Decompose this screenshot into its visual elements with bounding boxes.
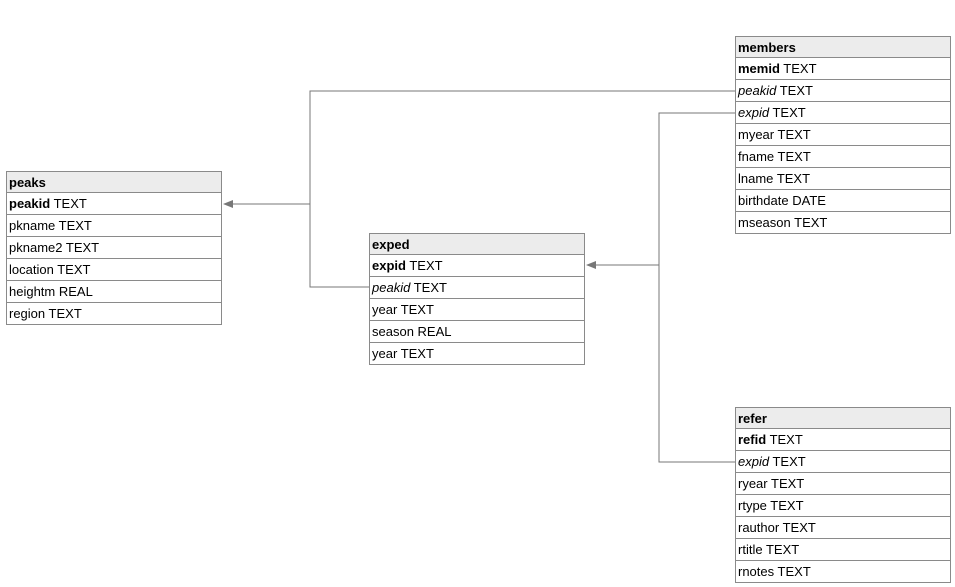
- column-type: TEXT: [400, 302, 434, 317]
- column-name: expid: [372, 258, 406, 273]
- column-name: mseason: [738, 215, 791, 230]
- column-name: rauthor: [738, 520, 780, 535]
- column-type: REAL: [58, 284, 93, 299]
- column-name: peakid: [738, 83, 777, 98]
- table-row[interactable]: location TEXT: [7, 259, 221, 281]
- column-type: TEXT: [400, 346, 434, 361]
- column-type: TEXT: [57, 262, 91, 277]
- column-name: year: [372, 346, 398, 361]
- table-row[interactable]: expid TEXT: [736, 102, 950, 124]
- table-row[interactable]: fname TEXT: [736, 146, 950, 168]
- column-type: TEXT: [777, 127, 811, 142]
- table-row[interactable]: birthdate DATE: [736, 190, 950, 212]
- column-name: fname: [738, 149, 775, 164]
- table-row[interactable]: pkname TEXT: [7, 215, 221, 237]
- table-header: peaks: [7, 172, 221, 193]
- column-name: rtitle: [738, 542, 763, 557]
- table-row[interactable]: refid TEXT: [736, 429, 950, 451]
- table-row[interactable]: peakid TEXT: [736, 80, 950, 102]
- column-type: TEXT: [769, 432, 803, 447]
- column-name: region: [9, 306, 46, 321]
- column-type: TEXT: [413, 280, 447, 295]
- column-type: TEXT: [65, 240, 100, 255]
- column-type: TEXT: [58, 218, 92, 233]
- table-row[interactable]: expid TEXT: [736, 451, 950, 473]
- column-type: TEXT: [782, 520, 816, 535]
- table-row[interactable]: year TEXT: [370, 343, 584, 364]
- column-type: TEXT: [772, 105, 806, 120]
- column-name: pkname: [9, 218, 56, 233]
- table-row[interactable]: lname TEXT: [736, 168, 950, 190]
- table-header: refer: [736, 408, 950, 429]
- column-name: pkname2: [9, 240, 63, 255]
- column-name: season: [372, 324, 414, 339]
- column-name: expid: [738, 454, 770, 469]
- column-type: TEXT: [783, 61, 817, 76]
- table-row[interactable]: memid TEXT: [736, 58, 950, 80]
- column-name: lname: [738, 171, 774, 186]
- column-type: TEXT: [776, 171, 811, 186]
- column-type: TEXT: [53, 196, 87, 211]
- column-type: TEXT: [772, 454, 806, 469]
- table-header: members: [736, 37, 950, 58]
- table-row[interactable]: pkname2 TEXT: [7, 237, 221, 259]
- column-name: peakid: [372, 280, 411, 295]
- table-row[interactable]: peakid TEXT: [7, 193, 221, 215]
- table-row[interactable]: season REAL: [370, 321, 584, 343]
- table-header: exped: [370, 234, 584, 255]
- table-row[interactable]: region TEXT: [7, 303, 221, 324]
- column-type: DATE: [792, 193, 826, 208]
- link-members-expid-to-exped: [586, 112, 735, 269]
- column-type: TEXT: [770, 498, 804, 513]
- column-type: TEXT: [777, 149, 811, 164]
- column-type: TEXT: [771, 476, 805, 491]
- table-row[interactable]: rauthor TEXT: [736, 517, 950, 539]
- column-name: rtype: [738, 498, 767, 513]
- column-name: peakid: [9, 196, 51, 211]
- table-row[interactable]: peakid TEXT: [370, 277, 584, 299]
- column-name: birthdate: [738, 193, 789, 208]
- table-row[interactable]: rnotes TEXT: [736, 561, 950, 582]
- column-name: year: [372, 302, 398, 317]
- table-row[interactable]: expid TEXT: [370, 255, 584, 277]
- column-name: myear: [738, 127, 775, 142]
- table-row[interactable]: rtype TEXT: [736, 495, 950, 517]
- column-name: heightm: [9, 284, 56, 299]
- table-row[interactable]: ryear TEXT: [736, 473, 950, 495]
- link-members-peakid-to-peaks: [309, 90, 735, 204]
- column-type: TEXT: [779, 83, 813, 98]
- column-name: location: [9, 262, 54, 277]
- column-name: rnotes: [738, 564, 775, 579]
- column-type: REAL: [417, 324, 452, 339]
- link-exped-peakid-to-peaks: [223, 200, 369, 288]
- column-name: ryear: [738, 476, 768, 491]
- column-type: TEXT: [794, 215, 828, 230]
- table-row[interactable]: heightm REAL: [7, 281, 221, 303]
- column-name: refid: [738, 432, 767, 447]
- column-type: TEXT: [48, 306, 82, 321]
- table-row[interactable]: mseason TEXT: [736, 212, 950, 233]
- table-row[interactable]: year TEXT: [370, 299, 584, 321]
- table-row[interactable]: rtitle TEXT: [736, 539, 950, 561]
- column-type: TEXT: [765, 542, 800, 557]
- column-name: expid: [738, 105, 770, 120]
- link-refer-expid-to-exped: [658, 265, 735, 463]
- column-name: memid: [738, 61, 780, 76]
- table-row[interactable]: myear TEXT: [736, 124, 950, 146]
- column-type: TEXT: [777, 564, 811, 579]
- column-type: TEXT: [409, 258, 443, 273]
